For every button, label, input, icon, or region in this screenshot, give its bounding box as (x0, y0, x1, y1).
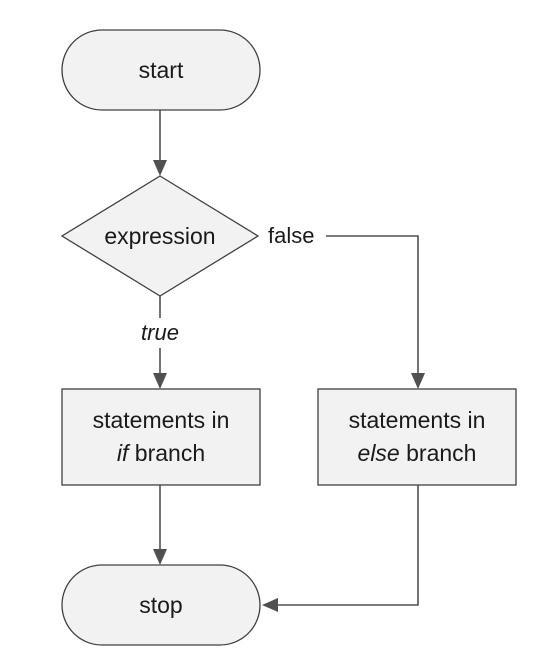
stop-terminator (61, 564, 261, 646)
arrowhead-start-to-expression (153, 160, 167, 176)
edge-expression-to-else-branch (323, 235, 419, 375)
expression-label: expression (104, 223, 215, 249)
true-label-background (132, 318, 188, 348)
else-branch-line2: else branch (358, 440, 477, 466)
if-branch-line1: statements in (93, 407, 230, 433)
if-branch-box (61, 388, 261, 486)
false-label-background (264, 222, 326, 250)
if-branch-suffix: branch (128, 440, 205, 466)
if-branch-line2: if branch (117, 440, 205, 466)
true-label: true (141, 320, 179, 345)
start-label: start (139, 57, 184, 83)
arrowhead-expression-to-else-branch (411, 373, 425, 389)
else-branch-suffix: branch (400, 440, 477, 466)
else-keyword: else (358, 440, 400, 466)
start-terminator (61, 29, 261, 111)
false-label: false (268, 223, 314, 248)
if-keyword: if (117, 440, 131, 466)
else-branch-line1: statements in (349, 407, 486, 433)
arrowhead-expression-to-if-branch (153, 373, 167, 389)
stop-label: stop (139, 592, 182, 618)
else-branch-box (317, 388, 517, 486)
edge-else-branch-to-stop (276, 485, 419, 606)
expression-decision (60, 175, 260, 297)
arrowhead-if-branch-to-stop (153, 549, 167, 565)
arrowhead-else-branch-to-stop (262, 598, 278, 612)
